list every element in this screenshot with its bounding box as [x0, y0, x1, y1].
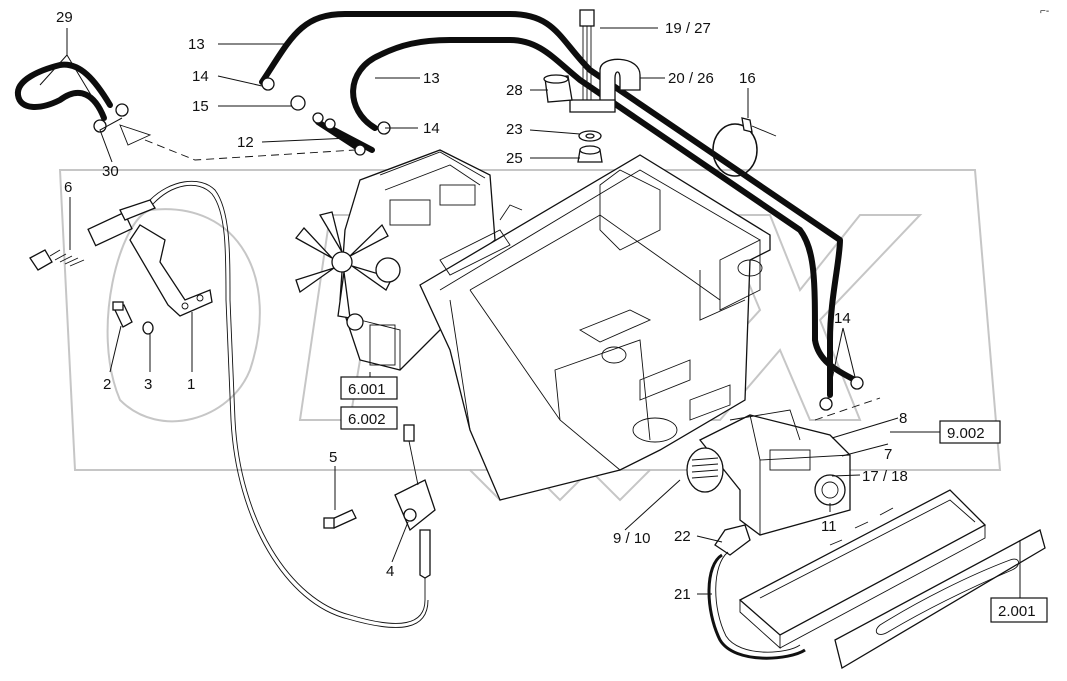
- callout-4: 4: [386, 563, 394, 580]
- assembly-lines: [119, 124, 881, 421]
- ref-2-001: 2.001: [998, 603, 1036, 620]
- clamp-bracket-20-26: [569, 58, 641, 113]
- callout-16: 16: [739, 70, 756, 87]
- callout-30: 30: [102, 163, 119, 180]
- bracket-1: [129, 224, 213, 317]
- ref-6-002: 6.002: [348, 411, 386, 428]
- callout-20-26: 20 / 26: [668, 70, 714, 87]
- callout-22: 22: [674, 528, 691, 545]
- bolt-5: [323, 509, 357, 529]
- control-cable: [149, 180, 429, 628]
- callout-29: 29: [56, 9, 73, 26]
- callout-21: 21: [674, 586, 691, 603]
- callout-7: 7: [884, 446, 892, 463]
- heater-hoses: [15, 11, 858, 398]
- washer-3: [142, 321, 154, 335]
- callout-2: 2: [103, 376, 111, 393]
- callout-5: 5: [329, 449, 337, 466]
- callout-13-mid: 13: [423, 70, 440, 87]
- cab-frame: [419, 154, 771, 501]
- callout-17-18: 17 / 18: [862, 468, 908, 485]
- corner-mark: ⌐-: [1040, 6, 1049, 17]
- callout-28: 28: [506, 82, 523, 99]
- elbow-and-hose: [707, 524, 806, 660]
- callout-14-top: 14: [192, 68, 209, 85]
- callout-8: 8: [899, 410, 907, 427]
- callout-14-mid: 14: [423, 120, 440, 137]
- callout-23: 23: [506, 121, 523, 138]
- rubber-block-28: [543, 74, 573, 103]
- control-valve: [394, 424, 436, 600]
- cable-end-6: [29, 199, 156, 271]
- reference-boxes: 6.001 6.002 9.002 2.001: [340, 376, 1048, 623]
- callout-25: 25: [506, 150, 523, 167]
- washer-23: [578, 130, 602, 142]
- callout-14-right: 14: [834, 310, 851, 327]
- air-duct: [738, 489, 987, 650]
- callout-9-10: 9 / 10: [613, 530, 651, 547]
- callout-13-top: 13: [188, 36, 205, 53]
- ref-9-002: 9.002: [947, 425, 985, 442]
- bolt-2: [112, 301, 133, 328]
- cover-panel: [834, 529, 1046, 670]
- leader-lines: [39, 27, 1021, 598]
- hose-clamps: [93, 77, 864, 411]
- bolt-19-27: [579, 9, 595, 100]
- fan-icon: [295, 211, 393, 319]
- callout-6: 6: [64, 179, 72, 196]
- callouts: 29 13 14 15 12 13 14 30 19 / 27 20 / 26 …: [56, 9, 908, 603]
- vent-grille: [686, 447, 724, 493]
- callout-12: 12: [237, 134, 254, 151]
- engine: [295, 149, 496, 371]
- callout-15: 15: [192, 98, 209, 115]
- nut-25: [577, 145, 603, 163]
- callout-3: 3: [144, 376, 152, 393]
- callout-11: 11: [821, 518, 837, 535]
- callout-19-27: 19 / 27: [665, 20, 711, 37]
- heater-unit: [686, 409, 851, 536]
- cable-tie-16: [712, 117, 777, 177]
- callout-1: 1: [187, 376, 195, 393]
- ref-6-001: 6.001: [348, 381, 386, 398]
